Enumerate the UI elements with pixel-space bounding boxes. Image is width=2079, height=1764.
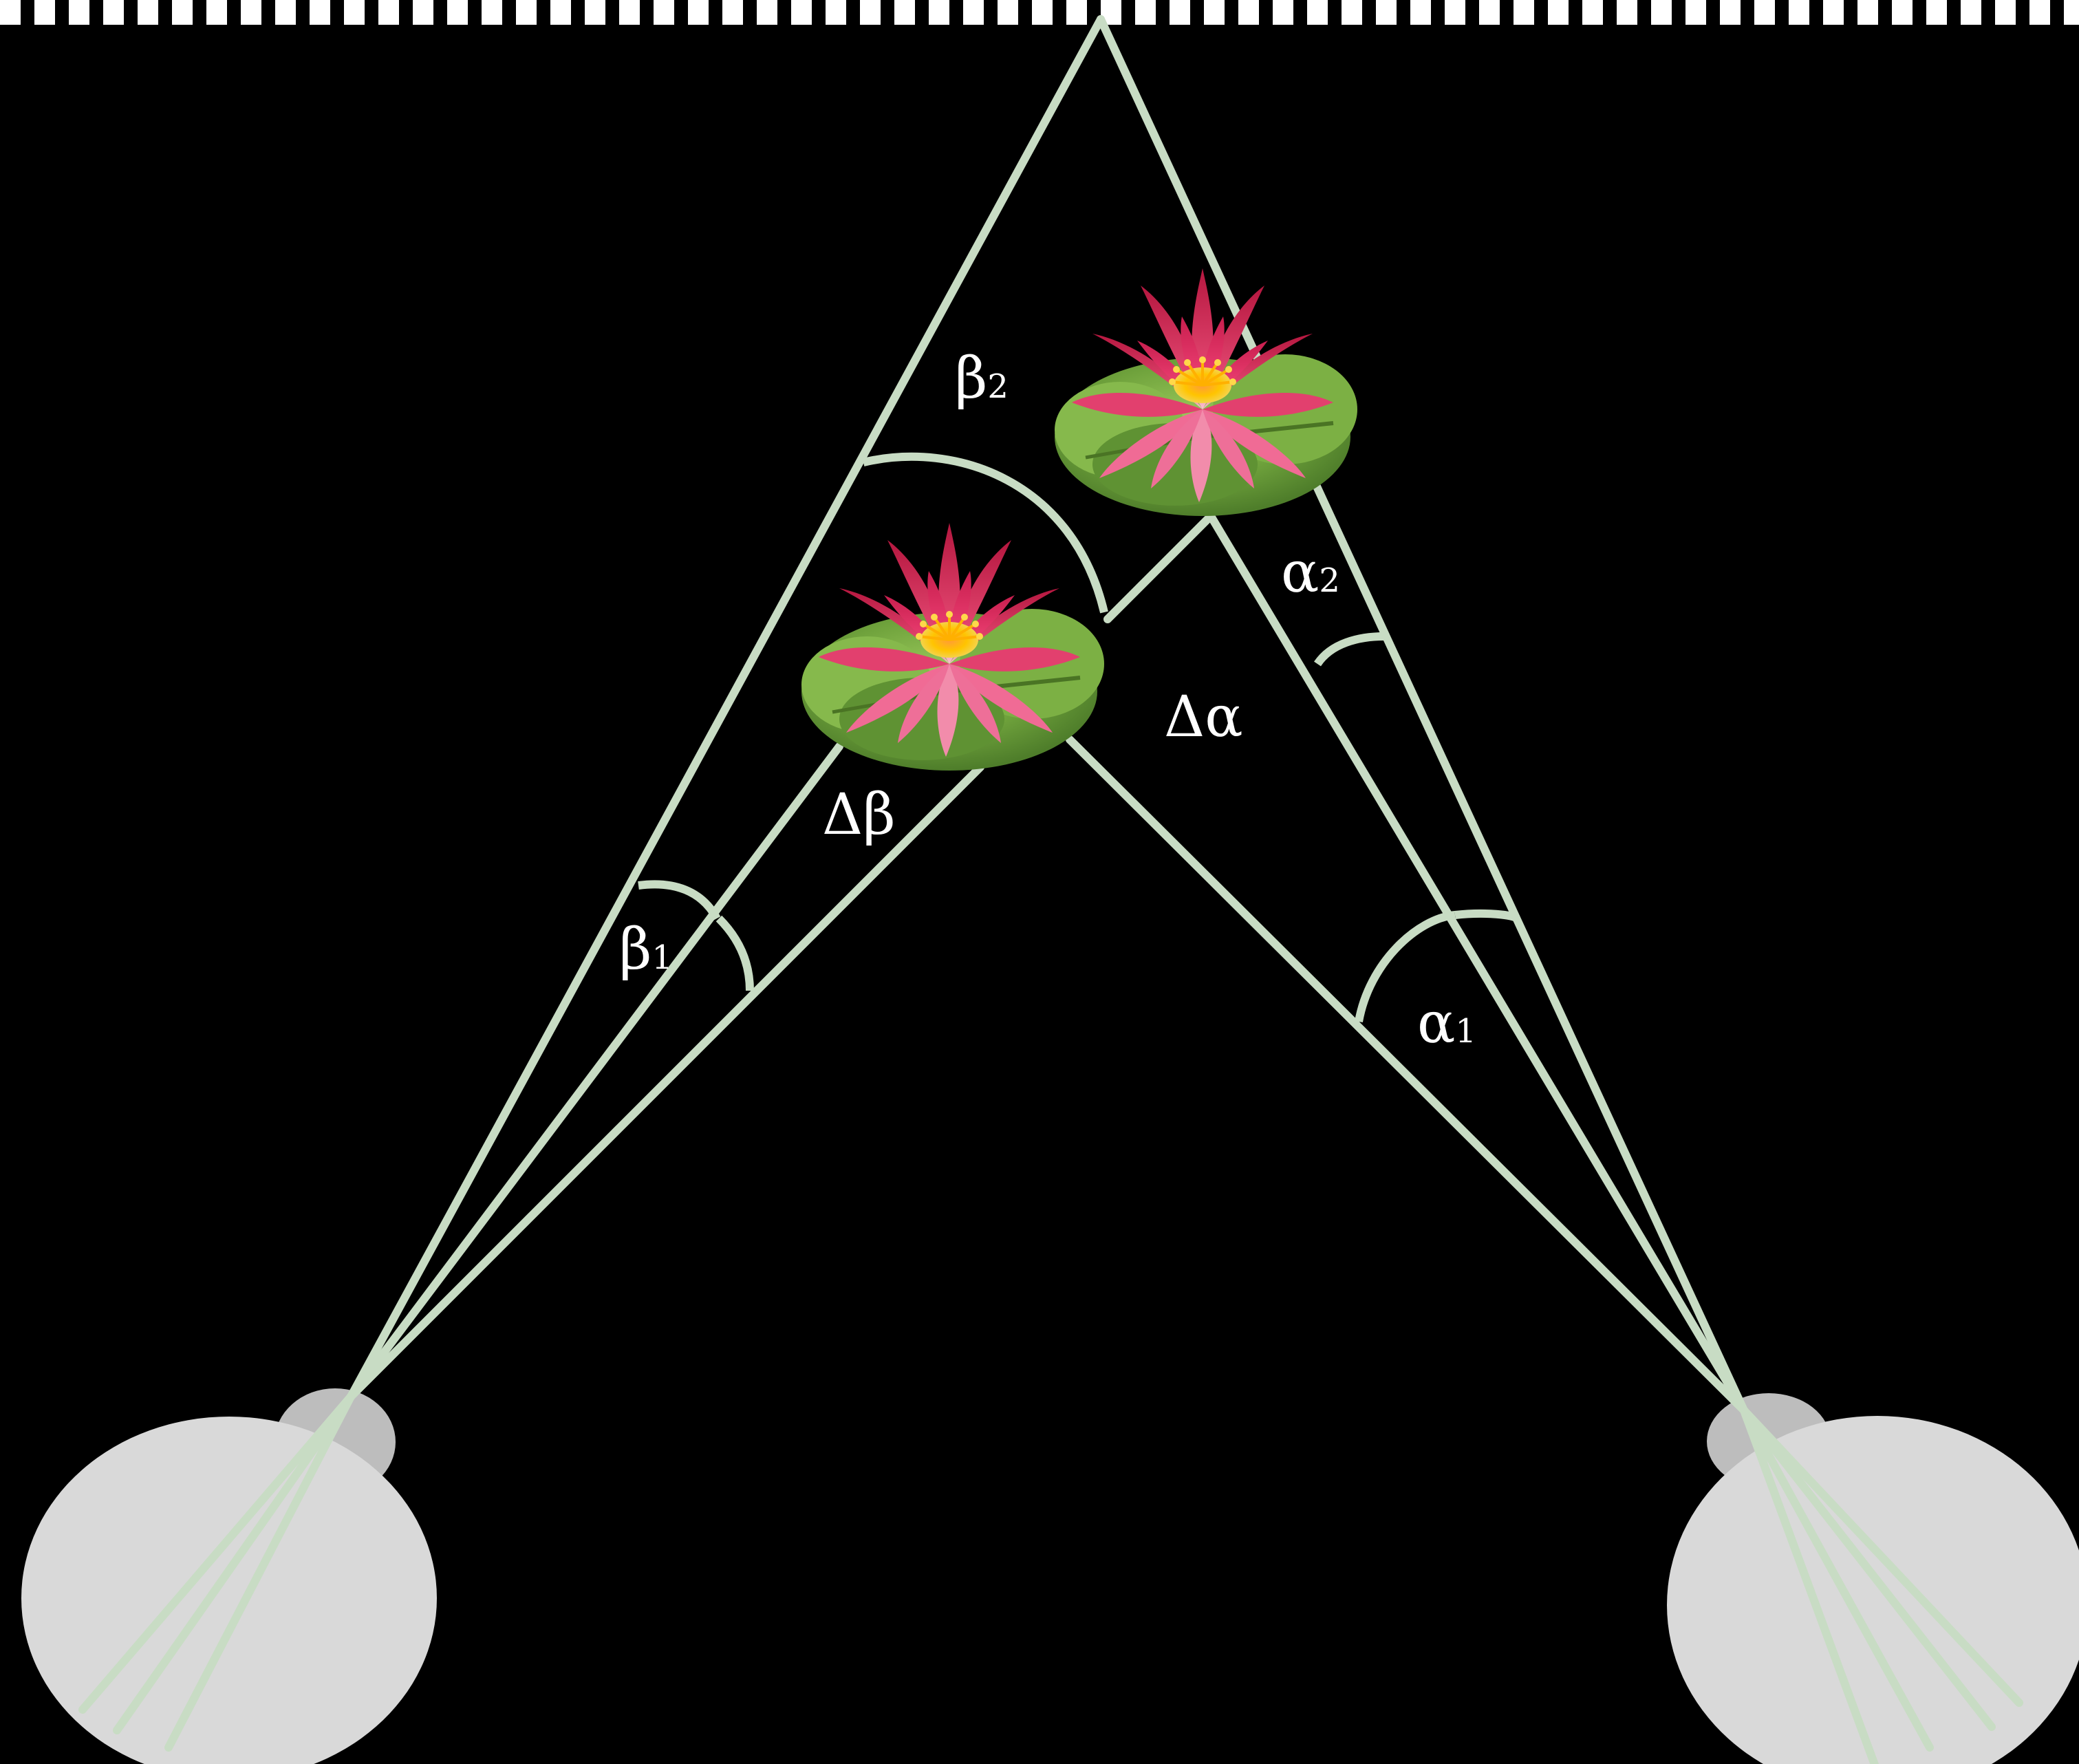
label-beta2-main: β <box>955 346 987 411</box>
right-eye-ray-1 <box>1740 1406 1879 1764</box>
right-eye-ray-2 <box>1740 1406 1934 1752</box>
label-beta1-main: β <box>619 917 651 982</box>
label-delta-beta: Δβ <box>822 782 896 848</box>
label-beta2: β2 <box>955 346 1009 411</box>
right-eye-ray-4 <box>1740 1406 2023 1707</box>
left-sight-line-near-lotus-a <box>347 742 843 1401</box>
label-alpha2-sub: 2 <box>1319 561 1340 600</box>
right-sight-line-near-lotus <box>1066 735 1748 1415</box>
left-eye-ray-3 <box>164 1392 355 1752</box>
right-sight-line-far-lotus <box>1207 512 1748 1415</box>
right-eye-ray-3 <box>1740 1406 1996 1731</box>
near-to-far-connector <box>1103 515 1211 623</box>
alpha2-arc <box>1314 632 1385 667</box>
far-lotus-water-lily-icon <box>1055 268 1357 516</box>
delta-beta-arc <box>715 915 754 991</box>
label-alpha1-main: α <box>1417 991 1455 1056</box>
left-eye-ray-1 <box>78 1392 355 1714</box>
left-sight-line-far-point <box>347 15 1105 1401</box>
label-beta1: β1 <box>619 917 673 982</box>
sight-lines <box>78 15 2023 1764</box>
left-sight-line-near-lotus-b <box>347 763 984 1401</box>
near-lotus-water-lily-icon <box>801 523 1104 771</box>
label-delta-alpha: Δα <box>1164 685 1243 750</box>
alpha1-arc <box>1355 911 1456 1023</box>
right-eyeball <box>1667 1416 2079 1764</box>
alpha1-arc-ext <box>1454 909 1520 923</box>
left-eyeball <box>21 1417 437 1764</box>
beta1-arc <box>638 880 721 921</box>
right-sight-line-far-point <box>1097 15 1748 1415</box>
label-beta1-sub: 1 <box>651 938 673 977</box>
label-alpha1-sub: 1 <box>1455 1012 1476 1051</box>
angle-arcs <box>638 452 1520 1023</box>
label-alpha2: α2 <box>1281 540 1340 605</box>
left-eye-ray-2 <box>113 1392 355 1734</box>
label-beta2-sub: 2 <box>987 367 1009 406</box>
beta2-arc <box>862 452 1108 614</box>
label-alpha1: α1 <box>1417 991 1476 1056</box>
label-alpha2-main: α <box>1281 540 1319 605</box>
